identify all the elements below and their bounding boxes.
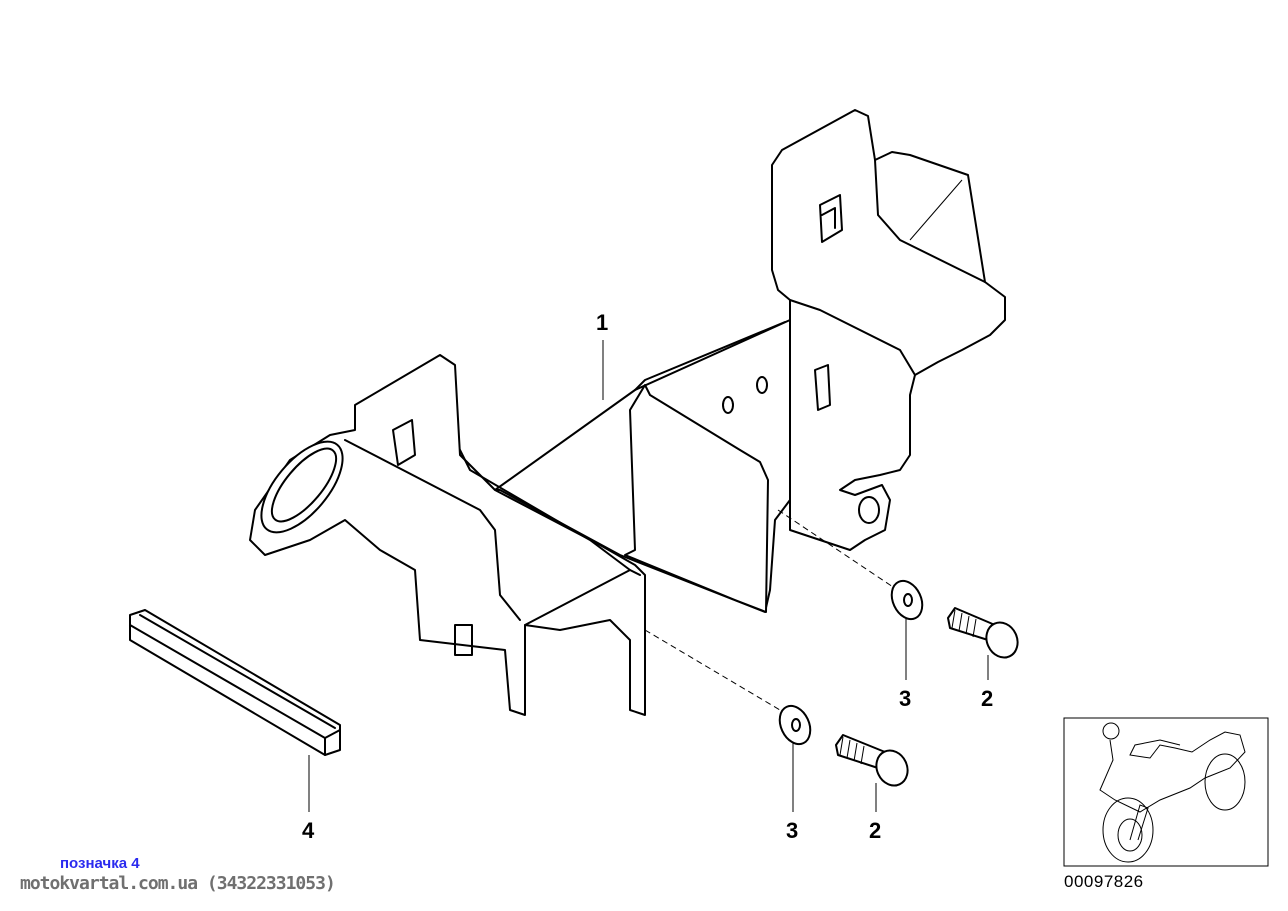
motorcycle-thumbnail	[1063, 717, 1269, 867]
thumbnail-code: 00097826	[1064, 872, 1144, 891]
bolt-upper	[947, 607, 1019, 659]
bolt-lower	[835, 734, 909, 787]
watermark-site: motokvartal.com.ua (34322331053)	[20, 873, 336, 894]
callout-3-lower: 3	[786, 818, 799, 843]
washer-lower	[778, 704, 812, 746]
washer-upper	[890, 579, 924, 621]
callout-1: 1	[596, 310, 609, 335]
callout-3-upper: 3	[899, 686, 912, 711]
callout-2-lower: 2	[869, 818, 882, 843]
bracket-part-1	[249, 109, 1006, 716]
callout-4: 4	[302, 818, 315, 843]
rubber-strip	[129, 609, 341, 756]
watermark-label: позначка 4	[60, 855, 140, 872]
callout-2-upper: 2	[981, 686, 994, 711]
